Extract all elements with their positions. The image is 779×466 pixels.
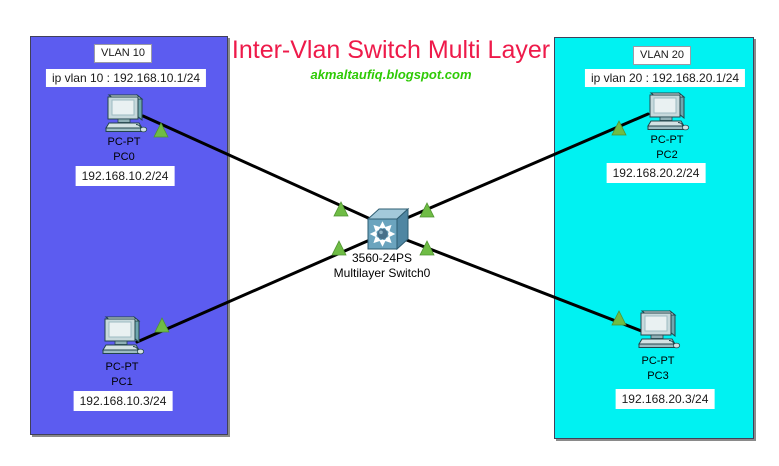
- link-up-icon: [333, 201, 349, 217]
- vlan20-gateway-label: ip vlan 20 : 192.168.20.1/24: [584, 69, 746, 88]
- pc-icon: [105, 93, 148, 133]
- pc0-model-label: PC-PT: [107, 136, 141, 148]
- vlan20-name-label: VLAN 20: [632, 46, 692, 66]
- pc3-ip-label: 192.168.20.3/24: [615, 389, 715, 410]
- diagram-title: Inter-Vlan Switch Multi Layer: [231, 36, 551, 64]
- pc3-model-label: PC-PT: [641, 355, 675, 367]
- pc2-ip-label: 192.168.20.2/24: [606, 163, 706, 184]
- multilayer-switch-icon: [366, 207, 410, 251]
- diagram-subtitle: akmaltaufiq.blogspot.com: [310, 67, 472, 82]
- pc1-ip-label: 192.168.10.3/24: [73, 391, 173, 412]
- device-pc0[interactable]: [101, 92, 149, 140]
- vlan10-name-label: VLAN 10: [93, 44, 153, 64]
- link-up-icon: [611, 120, 627, 136]
- pc0-name-label: PC0: [113, 151, 135, 163]
- link-up-icon: [611, 310, 627, 326]
- link-up-icon: [154, 317, 170, 333]
- link-up-icon: [153, 122, 169, 138]
- pc2-name-label: PC2: [656, 149, 678, 161]
- device-multilayer-switch0[interactable]: [366, 206, 410, 252]
- link-status-indicators: [153, 120, 627, 333]
- link-up-icon: [419, 202, 435, 218]
- device-pc3[interactable]: [634, 308, 682, 356]
- pc-icon: [647, 91, 690, 131]
- pc1-name-label: PC1: [111, 376, 133, 388]
- pc-icon: [638, 309, 681, 349]
- pc1-model-label: PC-PT: [105, 361, 139, 373]
- pc3-name-label: PC3: [647, 370, 669, 382]
- pc2-model-label: PC-PT: [650, 134, 684, 146]
- switch-model-label: 3560-24PS: [351, 251, 413, 265]
- device-pc2[interactable]: [643, 90, 691, 138]
- link-pc0-switch[interactable]: [141, 114, 390, 229]
- link-up-icon: [419, 240, 435, 256]
- link-pc1-switch[interactable]: [135, 230, 390, 344]
- switch-name-label: Multilayer Switch0: [333, 266, 431, 280]
- vlan10-gateway-label: ip vlan 10 : 192.168.10.1/24: [45, 69, 207, 88]
- pc0-ip-label: 192.168.10.2/24: [75, 166, 175, 187]
- link-up-icon: [331, 240, 347, 256]
- device-pc1[interactable]: [98, 314, 146, 362]
- pc-icon: [102, 315, 145, 355]
